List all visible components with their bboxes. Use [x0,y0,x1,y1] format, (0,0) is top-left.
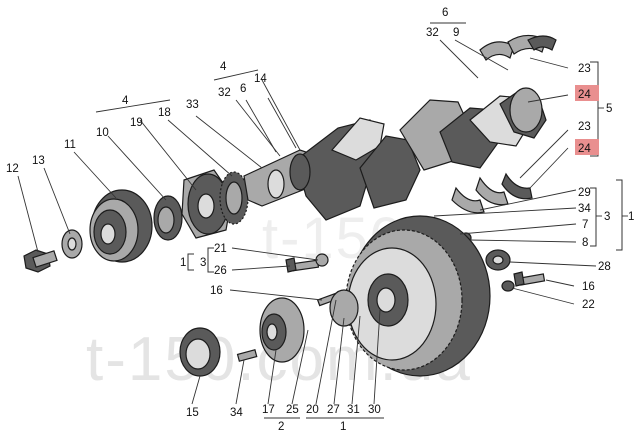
callout-34-b: 34 [230,407,243,419]
highlight-24-top [575,85,599,101]
callout-5: 5 [606,103,612,115]
callout-23: 23 [578,63,591,75]
seal-part-15 [179,327,221,377]
callout-28: 28 [598,261,611,273]
pulley-part-19 [181,169,233,239]
callout-3-left: 3 [200,257,206,269]
callout-9: 9 [453,27,459,39]
callout-17: 17 [262,404,275,416]
callout-6: 6 [240,83,246,95]
callout-labels: 6 32 9 23 24 5 23 24 4 14 32 6 4 33 10 1… [6,7,634,433]
washer-part-13 [61,229,83,259]
callout-24-lower: 24 [578,143,591,155]
callout-6-top: 6 [442,7,448,19]
seal-part-28 [485,249,511,271]
callout-24: 24 [578,89,591,101]
callout-2: 2 [278,421,284,433]
pin-part-34 [236,349,258,362]
callout-29: 29 [578,187,591,199]
callout-10: 10 [96,127,109,139]
bolt-part-12 [23,249,58,273]
leader-lines [17,22,628,419]
callout-7: 7 [582,219,588,231]
callout-11: 11 [64,139,76,151]
callout-27: 27 [327,404,340,416]
callout-18: 18 [158,107,171,119]
hub-part-10 [153,195,183,241]
bearing-part-27 [329,289,359,327]
callout-16: 16 [210,285,223,297]
washer-part-22 [501,280,515,292]
bolt-part-16 [513,271,546,287]
flywheel [345,215,491,377]
callout-8: 8 [582,237,588,249]
callout-14: 14 [254,73,267,85]
callout-23-lower: 23 [578,121,591,133]
callout-1: 1 [628,211,634,223]
callout-31: 31 [347,404,360,416]
callout-25: 25 [286,404,299,416]
gear-part-18 [219,171,249,225]
bolt-part-26 [285,257,320,273]
callout-19: 19 [130,117,143,129]
callout-1-bottom: 1 [340,421,346,433]
callout-26: 26 [214,265,227,277]
bearing-shells-top [479,34,557,61]
callout-4: 4 [220,61,227,73]
callout-21: 21 [214,243,227,255]
pulley-part-11 [89,189,153,263]
callout-33: 33 [186,99,199,111]
callout-34: 34 [578,203,591,215]
callout-20: 20 [306,404,319,416]
highlight-24-lower [575,139,599,155]
callout-32: 32 [426,27,439,39]
callout-12: 12 [6,163,19,175]
crankshaft [243,87,547,221]
callout-22: 22 [582,299,595,311]
callout-32-b: 32 [218,87,231,99]
callout-4-b: 4 [122,95,129,107]
callout-15: 15 [186,407,199,419]
callout-1-left: 1 [180,257,186,269]
bearing-shells-lower [451,172,533,214]
callout-13: 13 [32,155,45,167]
flange-part-17 [259,297,305,363]
callout-3: 3 [604,211,610,223]
callout-16-right: 16 [582,281,595,293]
callout-30: 30 [368,404,381,416]
